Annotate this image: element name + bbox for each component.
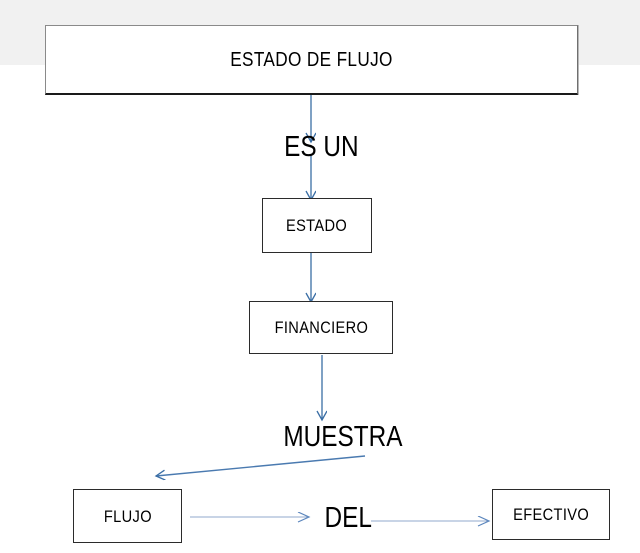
caption-muestra-label: MUESTRA: [283, 421, 403, 453]
caption-muestra: MUESTRA: [272, 423, 414, 452]
caption-es-un-label: ES UN: [284, 131, 359, 163]
node-flujo[interactable]: FLUJO: [73, 489, 182, 543]
caption-del: DEL: [320, 504, 376, 533]
node-estado-de-flujo[interactable]: ESTADO DE FLUJO: [45, 25, 578, 95]
caption-es-un: ES UN: [277, 133, 366, 162]
connector-muestra-to-flujo: [156, 455, 366, 476]
node-financiero-label: FINANCIERO: [274, 318, 368, 337]
node-financiero[interactable]: FINANCIERO: [249, 301, 393, 354]
node-estado-label: ESTADO: [286, 216, 348, 235]
caption-del-label: DEL: [324, 502, 372, 534]
node-efectivo[interactable]: EFECTIVO: [492, 489, 610, 540]
node-estado[interactable]: ESTADO: [262, 198, 372, 253]
node-estado-de-flujo-label: ESTADO DE FLUJO: [230, 48, 393, 71]
node-efectivo-label: EFECTIVO: [513, 505, 589, 524]
node-flujo-label: FLUJO: [103, 506, 152, 526]
